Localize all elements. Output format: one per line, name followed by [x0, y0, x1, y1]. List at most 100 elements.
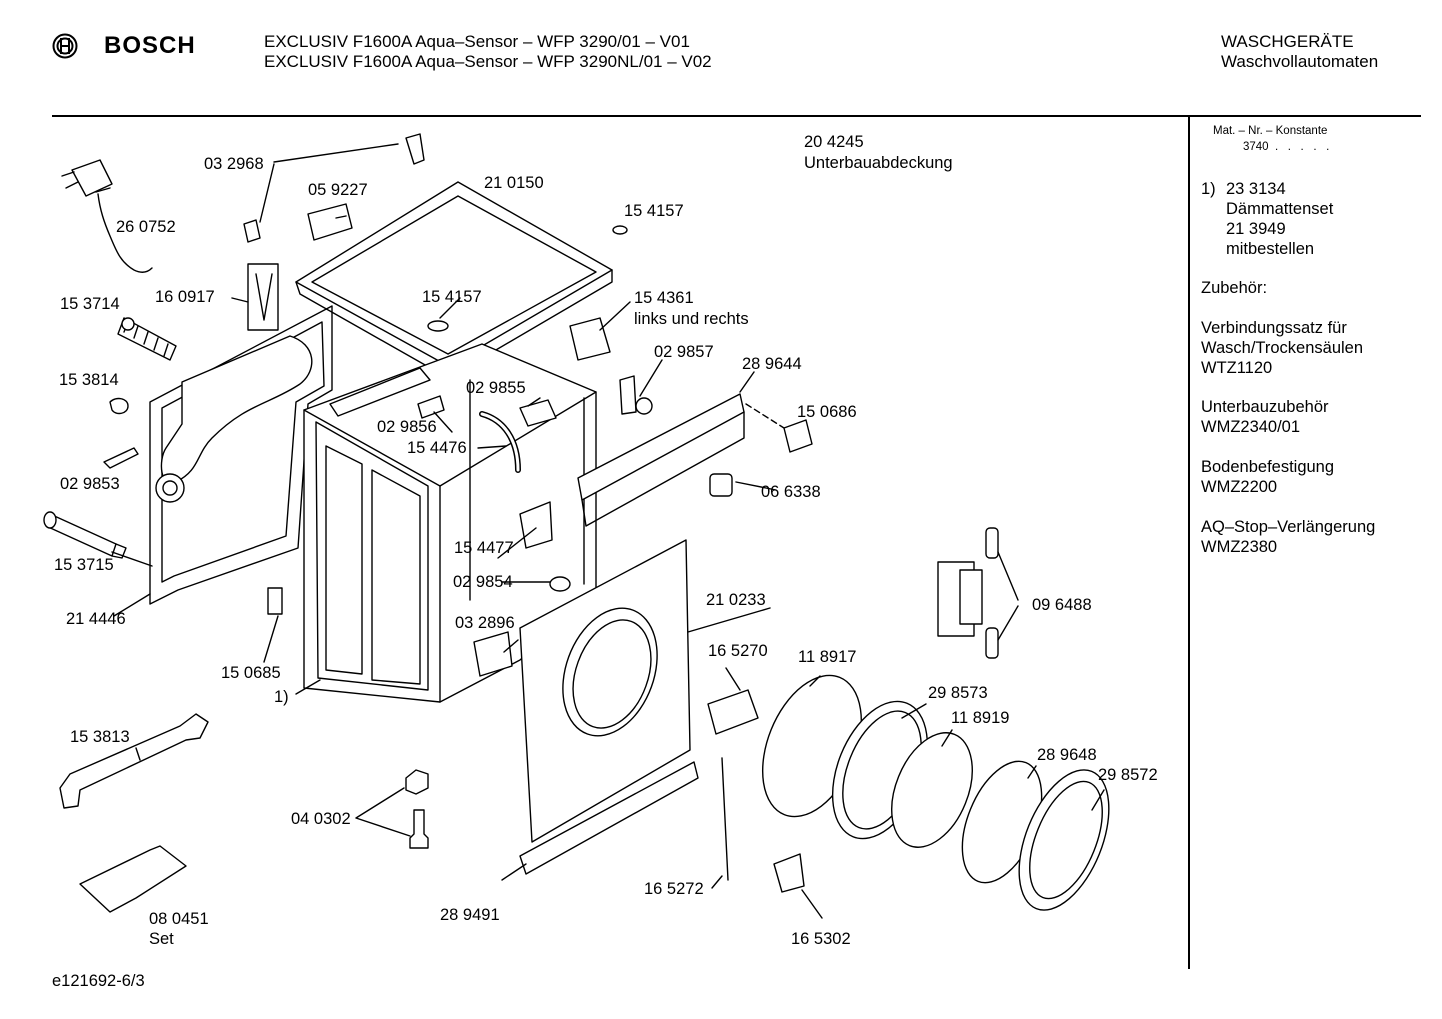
accessory-group: Unterbauzubehör WMZ2340/01 — [1201, 397, 1329, 437]
accessories-title: Zubehör: — [1201, 279, 1268, 297]
note-1-line: 21 3949 — [1226, 220, 1286, 238]
part-label: 16 5270 — [708, 642, 768, 660]
part-label: 15 3715 — [54, 556, 114, 574]
drawing-id: e121692-6/3 — [52, 972, 145, 990]
part-label: 02 9857 — [654, 343, 714, 361]
part-label: 28 9648 — [1037, 746, 1097, 764]
lock-clip-lower-part — [243, 219, 261, 243]
part-label: 15 3714 — [60, 295, 120, 313]
part-label: 15 3814 — [59, 371, 119, 389]
door-lock-part — [707, 689, 759, 735]
bosch-logo — [52, 33, 78, 64]
pad-part — [709, 473, 733, 497]
accessory-line: Unterbauzubehör — [1201, 398, 1329, 416]
accessory-line: Wasch/Trockensäulen — [1201, 339, 1364, 357]
bowden-cable-part — [721, 757, 729, 881]
category-subtitle: Waschvollautomaten — [1221, 52, 1379, 71]
drain-pump-part — [43, 511, 127, 559]
hinge-part — [937, 527, 999, 659]
model-line-2: EXCLUSIV F1600A Aqua–Sensor – WFP 3290NL… — [264, 52, 712, 71]
nut-part-9857 — [635, 397, 653, 415]
part-label: 21 0150 — [484, 174, 544, 192]
part-label: Set — [149, 930, 174, 948]
accessory-line: Bodenbefestigung — [1201, 458, 1335, 476]
screw-part-0302 — [409, 809, 429, 849]
part-label: 04 0302 — [291, 810, 351, 828]
part-label: 21 4446 — [66, 610, 126, 628]
cap-part-upper — [612, 225, 628, 235]
note-1-line: 23 3134 — [1226, 180, 1286, 198]
part-label: 15 4157 — [422, 288, 482, 306]
model-line-1: EXCLUSIV F1600A Aqua–Sensor – WFP 3290/0… — [264, 32, 690, 51]
part-label: 08 0451 — [149, 910, 209, 928]
part-label: 1) — [274, 688, 289, 706]
pump-part-2896 — [473, 631, 513, 677]
mounting-set-part — [79, 845, 187, 913]
cap-part-9854 — [549, 576, 571, 592]
part-label: 02 9854 — [453, 573, 513, 591]
note-1-line: mitbestellen — [1226, 240, 1315, 258]
accessory-line: AQ–Stop–Verlängerung — [1201, 518, 1376, 536]
part-label: 03 2896 — [455, 614, 515, 632]
worktop-part — [295, 181, 613, 379]
accessory-group: Bodenbefestigung WMZ2200 — [1201, 457, 1334, 497]
part-label: 02 9856 — [377, 418, 437, 436]
bracket-part-9855 — [519, 399, 557, 427]
part-label: 29 8572 — [1098, 766, 1158, 784]
accessory-line: Verbindungssatz für — [1201, 319, 1347, 337]
part-label: 16 0917 — [155, 288, 215, 306]
part-label: links und rechts — [634, 310, 749, 328]
rail-part — [577, 393, 745, 527]
bosch-armature-icon — [52, 33, 78, 59]
rear-panel-part — [149, 305, 333, 605]
door-switch-part — [247, 263, 279, 331]
mat-number-header: Mat. – Nr. – Konstante — [1213, 125, 1328, 137]
part-label: 26 0752 — [116, 218, 176, 236]
accessory-group: AQ–Stop–Verlängerung WMZ2380 — [1201, 517, 1375, 557]
accessory-line: WMZ2380 — [1201, 538, 1278, 556]
part-label: 02 9853 — [60, 475, 120, 493]
part-label: 21 0233 — [706, 591, 766, 609]
front-panel-part — [519, 539, 691, 843]
catch-part — [773, 853, 805, 893]
mains-plug-part — [61, 159, 153, 273]
bracket-clip-part — [103, 447, 139, 469]
cap-part-lower — [427, 320, 449, 332]
lock-clip-top-part — [405, 133, 425, 165]
inlet-valve-part — [117, 317, 177, 361]
support-part — [569, 317, 611, 361]
clip-part-9857 — [619, 375, 637, 415]
switch-part-0685 — [267, 587, 283, 615]
accessory-group: Verbindungssatz für Wasch/Trockensäulen … — [1201, 318, 1363, 378]
part-label: 16 5272 — [644, 880, 704, 898]
accessory-line: WMZ2200 — [1201, 478, 1278, 496]
part-label: 15 3813 — [70, 728, 130, 746]
outer-ring-part-8572 — [1018, 769, 1110, 911]
note-1-line: Dämmattenset — [1226, 200, 1334, 218]
part-label: 02 9855 — [466, 379, 526, 397]
part-label: 29 8573 — [928, 684, 988, 702]
part-label: 28 9491 — [440, 906, 500, 924]
brand-name: BOSCH — [104, 32, 196, 59]
accessory-line: WMZ2340/01 — [1201, 418, 1301, 436]
handle-part — [307, 203, 353, 241]
note-1-block: 1) 23 3134 Dämmattenset 21 3949 mitbeste… — [1201, 179, 1333, 259]
part-label: 09 6488 — [1032, 596, 1092, 614]
spanner-tool-part — [59, 713, 209, 809]
part-label: 15 4476 — [407, 439, 467, 457]
mat-number-value: 3740 . . . . . — [1243, 141, 1330, 153]
door-glass-part-8919 — [891, 732, 973, 848]
part-label: 11 8917 — [798, 648, 857, 666]
bracket-part-9856 — [417, 395, 445, 419]
note-1-marker: 1) — [1201, 180, 1216, 198]
part-label: 15 0686 — [797, 403, 857, 421]
part-label: 15 4477 — [454, 539, 514, 557]
part-label: 28 9644 — [742, 355, 802, 373]
part-label: 15 0685 — [221, 664, 281, 682]
kickplate-part — [519, 761, 699, 875]
part-label: 15 4157 — [624, 202, 684, 220]
screw-leader — [745, 403, 785, 429]
part-label: 06 6338 — [761, 483, 821, 501]
part-label: 20 4245 — [804, 133, 864, 151]
accessory-line: WTZ1120 — [1201, 359, 1273, 377]
